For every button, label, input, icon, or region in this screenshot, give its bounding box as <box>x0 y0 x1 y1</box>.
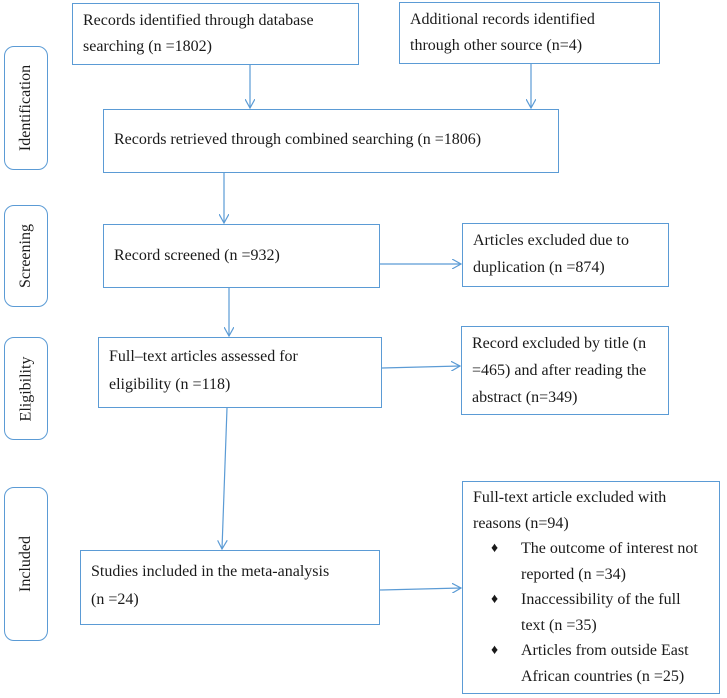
reasons-list: ♦ The outcome of interest not reported (… <box>473 536 709 689</box>
box-duplication-line1: Articles excluded due to <box>473 232 629 249</box>
reason-item-line1: The outcome of interest not <box>521 540 698 557</box>
box-fulltext-line1: Full–text articles assessed for <box>109 348 298 365</box>
reasons-line2: reasons (n=94) <box>473 514 569 532</box>
stage-eligibility: Eligibility <box>4 337 48 440</box>
box-other-line2: through other source (n=4) <box>410 37 583 54</box>
box-included-line1: Studies included in the meta-analysis <box>91 563 330 580</box>
arrow-fulltext-to-title-excluded <box>381 366 460 368</box>
reason-item-line2: reported (n =34) <box>521 565 626 583</box>
stage-included: Included <box>4 487 48 641</box>
box-database-line1: Records identified through database <box>83 12 314 29</box>
box-fulltext-excluded-reasons: Full-text article excluded with reasons … <box>462 481 720 694</box>
box-database-records: Records identified through database sear… <box>72 3 359 65</box>
box-title-excluded: Record excluded by title (n =465) and af… <box>461 326 669 415</box>
box-combined-text: Records retrieved through combined searc… <box>114 131 482 148</box>
box-database-line2: searching (n =1802) <box>83 38 212 55</box>
reason-item-line2: African countries (n =25) <box>521 667 685 685</box>
reason-item: ♦ Articles from outside East African cou… <box>473 638 709 689</box>
diamond-bullet-icon: ♦ <box>491 592 499 607</box>
box-screened: Record screened (n =932) <box>103 224 380 288</box>
reason-item-line1: Inaccessibility of the full <box>521 591 681 608</box>
reason-item-line1: Articles from outside East <box>521 642 689 659</box>
stage-identification: Identification <box>4 46 48 170</box>
box-title-line3: abstract (n=349) <box>472 389 578 406</box>
box-fulltext-assessed: Full–text articles assessed for eligibil… <box>98 337 382 408</box>
box-other-records: Additional records identified through ot… <box>399 2 660 64</box>
box-other-line1: Additional records identified <box>410 11 595 28</box>
box-studies-included: Studies included in the meta-analysis (n… <box>80 550 380 625</box>
reason-item: ♦ Inaccessibility of the full text (n =3… <box>473 587 709 638</box>
reason-item: ♦ The outcome of interest not reported (… <box>473 536 709 587</box>
box-title-line2: =465) and after reading the <box>472 362 647 379</box>
box-title-line1: Record excluded by title (n <box>472 335 647 352</box>
reasons-line1: Full-text article excluded with <box>473 489 667 506</box>
diamond-bullet-icon: ♦ <box>491 541 499 556</box>
box-duplication-excluded: Articles excluded due to duplication (n … <box>462 223 669 287</box>
box-duplication-line2: duplication (n =874) <box>473 259 605 276</box>
arrow-fulltext-to-included <box>222 407 228 549</box>
reason-item-line2: text (n =35) <box>521 616 597 634</box>
box-fulltext-line2: eligibility (n =118) <box>109 376 231 393</box>
box-included-line2: (n =24) <box>91 591 139 608</box>
diamond-bullet-icon: ♦ <box>491 643 499 658</box>
box-combined-records: Records retrieved through combined searc… <box>103 109 559 173</box>
stage-screening: Screening <box>4 205 48 307</box>
arrow-included-to-reasons <box>379 588 461 590</box>
box-screened-text: Record screened (n =932) <box>114 247 280 264</box>
